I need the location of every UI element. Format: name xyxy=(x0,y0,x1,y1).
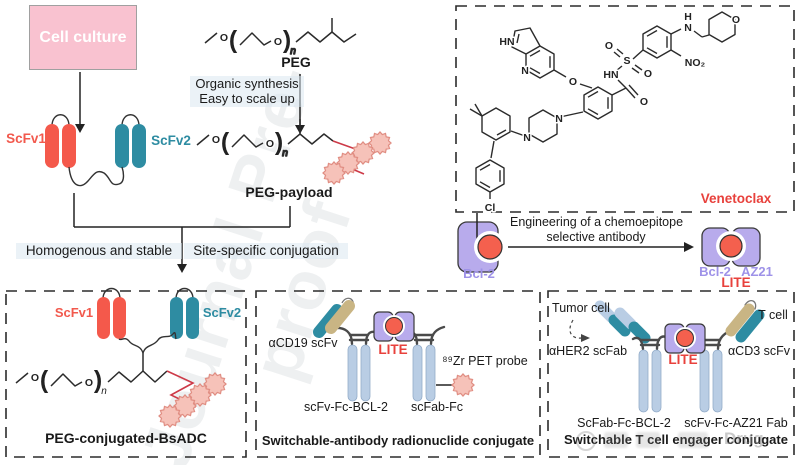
bsadc-box xyxy=(5,290,247,458)
svg-text:Cl: Cl xyxy=(485,202,496,214)
svg-text:n: n xyxy=(282,148,288,159)
venetoclax-box xyxy=(455,5,795,213)
svg-text:): ) xyxy=(94,366,102,394)
synthesis-line2: Easy to scale up xyxy=(199,91,295,107)
tumor-cell-label: Tumor cell xyxy=(552,301,610,315)
scfv-fc-az21-label: scFv-Fc-AZ21 Fab xyxy=(684,416,788,430)
svg-text:): ) xyxy=(283,26,291,54)
svg-text:n: n xyxy=(290,46,296,57)
venetoclax-label: Venetoclax xyxy=(700,191,772,206)
peg-structure: O ( O ) n xyxy=(204,18,357,58)
synthesis-line1: Organic synthesis xyxy=(195,76,299,91)
svg-text:): ) xyxy=(275,128,283,156)
svg-text:O: O xyxy=(266,138,274,150)
svg-text:(: ( xyxy=(40,366,49,394)
payload-bursts xyxy=(322,131,392,185)
svg-text:N: N xyxy=(684,22,692,34)
acd3-scfv-icon xyxy=(725,300,765,343)
bsadc-structure: O ( O ) n xyxy=(15,287,227,428)
aher2-scfab-icon xyxy=(594,300,651,344)
zr-probe-label: ⁸⁹Zr PET probe xyxy=(442,354,528,368)
svg-text:O: O xyxy=(569,76,577,88)
cell-culture-label: Cell culture xyxy=(39,28,127,46)
svg-text:S: S xyxy=(623,55,630,67)
bcl2-left-label: Bcl-2 xyxy=(463,266,495,281)
bsadc-scfv1-label: ScFv1 xyxy=(54,305,94,320)
svg-text:N: N xyxy=(555,113,563,125)
zr-pet-probe-icon xyxy=(436,373,475,397)
scfab-fc-bcl2-label: ScFab-Fc-BCL-2 xyxy=(577,416,671,430)
svg-text:O: O xyxy=(220,32,228,44)
svg-text:H: H xyxy=(684,11,692,23)
peg-payload-label: PEG-payload xyxy=(245,184,333,200)
scfv2-domain-icon xyxy=(115,114,146,168)
cell-culture-box: Cell culture xyxy=(29,5,137,70)
tumor-cell-arrow xyxy=(569,319,582,339)
cell-culture-arrow xyxy=(75,72,85,133)
svg-text:HN: HN xyxy=(499,36,514,48)
scfv1-label: ScFv1 xyxy=(6,131,46,146)
lite-switch-icon xyxy=(373,311,415,342)
scfab-fc-label: scFab-Fc xyxy=(410,400,464,414)
acd19-label: αCD19 scFv xyxy=(268,336,338,350)
svg-text:N: N xyxy=(523,132,531,144)
acd19-scfv-icon xyxy=(313,297,355,338)
acd3-label: αCD3 scFv xyxy=(727,344,791,358)
radionuclide-caption: Switchable-antibody radionuclide conjuga… xyxy=(261,433,535,448)
scfv-fc-bcl2-label: scFv-Fc-BCL-2 xyxy=(303,400,389,414)
scfv1-domain-icon xyxy=(45,114,76,168)
bsadc-caption: PEG-conjugated-BsADC xyxy=(45,430,207,446)
svg-text:O: O xyxy=(274,36,282,48)
svg-text:O: O xyxy=(640,96,648,108)
svg-text:NO₂: NO₂ xyxy=(685,57,706,69)
svg-text:(: ( xyxy=(221,128,230,156)
lite-label-box2: LITE xyxy=(378,342,408,357)
conjugation-bracket xyxy=(73,193,291,273)
bcl2-protein-icon xyxy=(457,213,506,273)
svg-text:O: O xyxy=(605,40,613,52)
lite-label-box3: LITE xyxy=(668,352,698,367)
bcl2-right-label: Bcl-2 xyxy=(699,264,731,279)
svg-text:HN: HN xyxy=(603,69,618,81)
lite-label-main: LITE xyxy=(721,275,751,290)
synthesis-note: Organic synthesis Easy to scale up xyxy=(190,76,304,107)
engineering-line1: Engineering of a chemoepitope xyxy=(510,215,684,229)
tce-box xyxy=(547,290,795,458)
svg-text:O: O xyxy=(85,377,93,389)
svg-text:O: O xyxy=(644,68,652,80)
peg-payload-structure: O ( O ) n xyxy=(196,119,334,160)
tce-conjugate-structure xyxy=(569,300,765,413)
svg-text:n: n xyxy=(101,386,107,397)
bcl2-az21-complex-icon xyxy=(701,227,761,267)
peg-label: PEG xyxy=(281,54,311,70)
radionuclide-box xyxy=(255,290,541,458)
site-specific-label: Site-specific conjugation xyxy=(184,243,348,259)
scfv2-label: ScFv2 xyxy=(151,133,191,148)
az21-label: AZ21 xyxy=(741,264,773,279)
venetoclax-structure: HN N O HN O S O O NO₂ N H O N N Cl xyxy=(469,10,742,216)
radionuclide-conjugate-structure xyxy=(313,297,475,402)
lite-switch-icon-2 xyxy=(664,323,706,354)
svg-text:(: ( xyxy=(229,26,238,54)
engineering-line2: selective antibody xyxy=(546,230,646,244)
homogenous-label: Homogenous and stable xyxy=(16,243,182,259)
scfv-linker-wavy xyxy=(68,166,125,187)
svg-text:O: O xyxy=(732,14,740,26)
svg-text:O: O xyxy=(212,134,220,146)
tce-caption: Switchable T cell engager conjugate xyxy=(564,432,788,447)
svg-text:O: O xyxy=(31,372,39,384)
engineering-arrow xyxy=(508,242,694,252)
svg-text:N: N xyxy=(521,65,529,77)
aher2-label: αHER2 scFab xyxy=(548,344,628,358)
bsadc-scfv2-label: ScFv2 xyxy=(202,305,242,320)
t-cell-label: T cell xyxy=(758,308,788,322)
